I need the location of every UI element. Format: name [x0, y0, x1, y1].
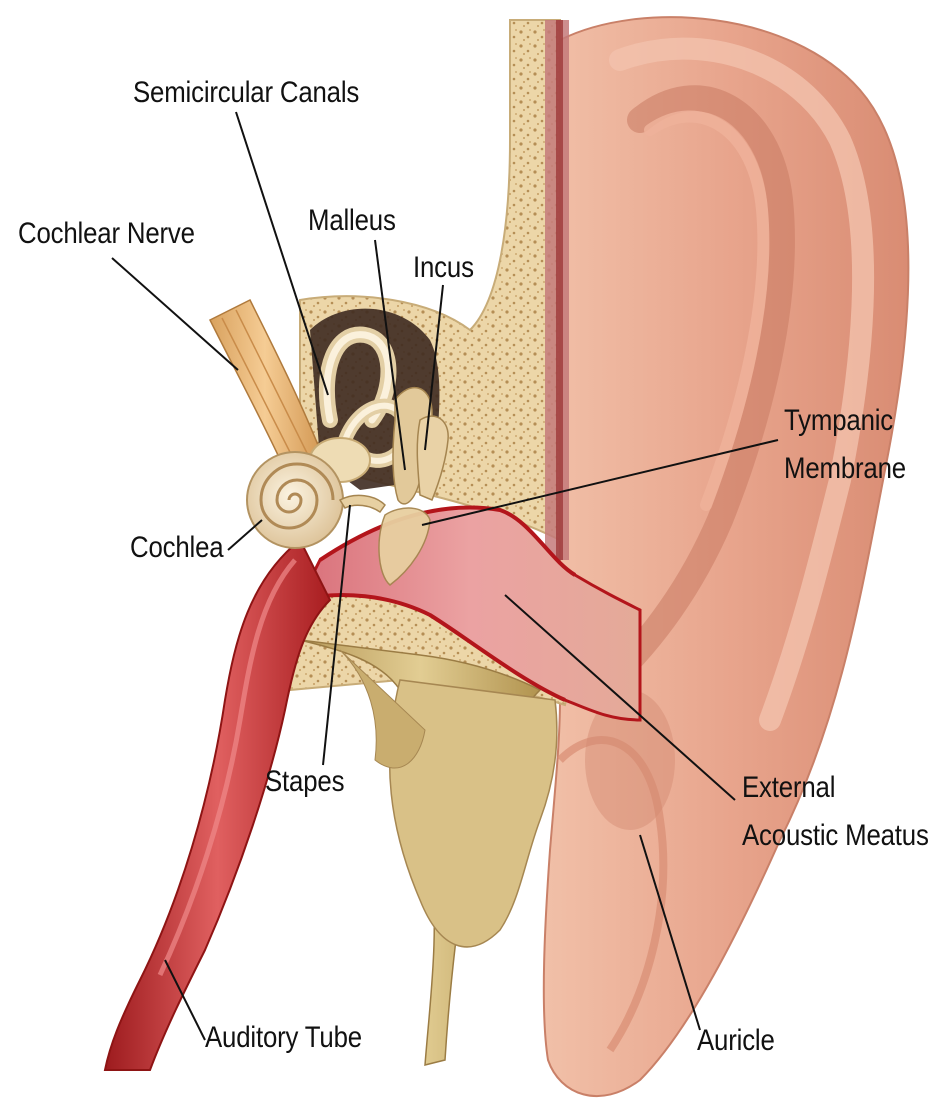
- leader-cochlear-nerve: [112, 258, 238, 370]
- label-tympanic-membrane-line1: Tympanic: [784, 403, 893, 439]
- label-auricle: Auricle: [697, 1023, 775, 1059]
- leader-cochlea: [228, 520, 262, 550]
- label-malleus: Malleus: [308, 203, 396, 239]
- label-tympanic-membrane-line2: Membrane: [784, 451, 906, 487]
- auricle-shape: [544, 17, 909, 1096]
- label-incus: Incus: [413, 250, 474, 286]
- auditory-tube-shape: [105, 540, 330, 1070]
- label-external-acoustic-meatus-line1: External: [742, 770, 835, 806]
- label-semicircular-canals: Semicircular Canals: [133, 75, 359, 111]
- styloid-bone: [300, 640, 557, 1065]
- label-stapes: Stapes: [265, 764, 344, 800]
- label-cochlear-nerve: Cochlear Nerve: [18, 216, 195, 252]
- label-external-acoustic-meatus-line2: Acoustic Meatus: [742, 818, 929, 854]
- cochlea-shape: [247, 452, 343, 548]
- stapes-shape: [340, 495, 385, 512]
- label-cochlea: Cochlea: [130, 530, 223, 566]
- label-auditory-tube: Auditory Tube: [205, 1020, 362, 1056]
